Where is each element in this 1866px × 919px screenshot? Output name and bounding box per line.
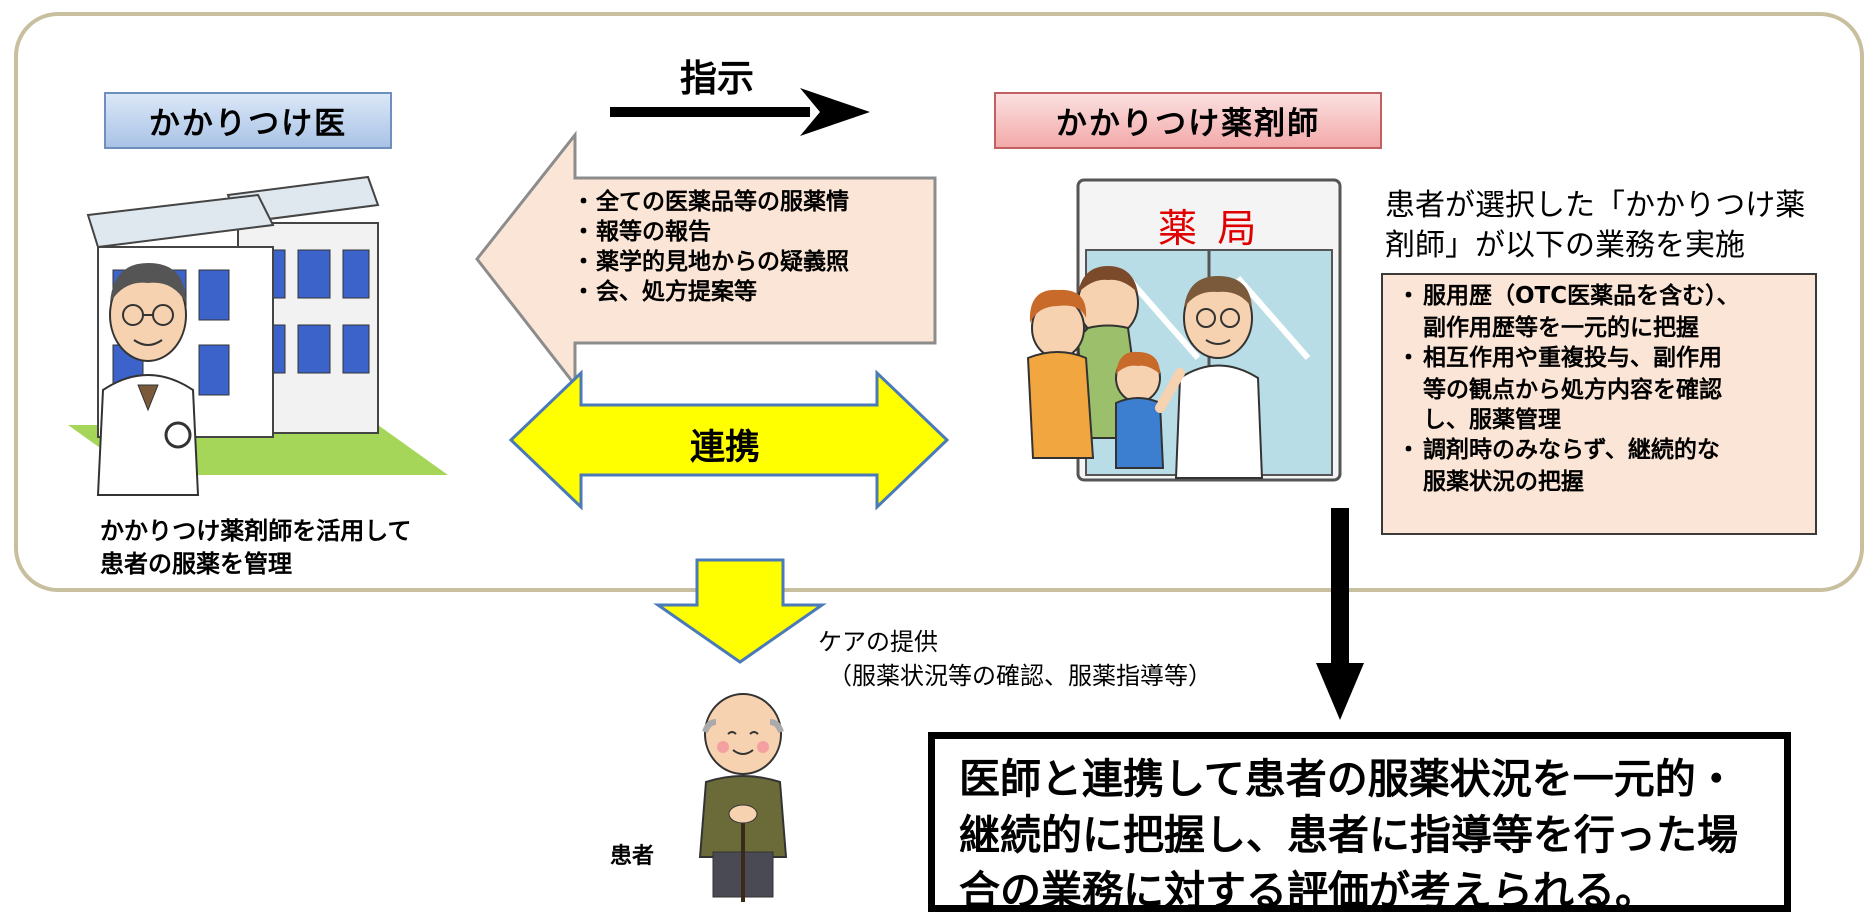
- care-line2: （服薬状況等の確認、服薬指導等）: [828, 662, 1212, 690]
- report-item-continued: 会、処方提案等: [572, 277, 849, 307]
- summary-line2: 継続的に把握し、患者に指導等を行った場: [959, 811, 1738, 859]
- summary-arrow: [1316, 508, 1364, 720]
- clinic-doctor-illustration: [68, 175, 448, 496]
- pharmacist-label: かかりつけ薬剤師: [994, 92, 1382, 149]
- summary-line1: 医師と連携して患者の服薬状況を一元的・: [959, 755, 1737, 803]
- report-item: 全ての医薬品等の服薬情: [572, 187, 849, 217]
- summary-line3: 合の業務に対する評価が考えられる。: [959, 867, 1656, 915]
- pharmacy-illustration: [1026, 178, 1342, 482]
- duty-item-continued: 等の観点から処方内容を確認: [1423, 377, 1722, 403]
- doctor-caption-line2: 患者の服薬を管理: [100, 550, 292, 578]
- report-item-text: 報等の報告: [596, 219, 711, 245]
- care-line1: ケアの提供: [818, 628, 938, 656]
- report-item-continued: 報等の報告: [572, 217, 849, 247]
- duty-item-continued: し、服薬管理: [1423, 407, 1561, 433]
- doctor-label: かかりつけ医: [104, 92, 392, 149]
- report-items: 全ての医薬品等の服薬情 報等の報告 薬学的見地からの疑義照 会、処方提案等: [572, 187, 849, 307]
- duty-item: 調剤時のみならず、継続的な: [1397, 435, 1805, 465]
- duty-item: 相互作用や重複投与、副作用: [1397, 343, 1805, 373]
- duty-item: 服用歴（OTC医薬品を含む）、: [1397, 281, 1805, 311]
- report-item: 薬学的見地からの疑義照: [572, 247, 849, 277]
- pharmacist-intro-line2: 剤師」が以下の業務を実施: [1385, 228, 1745, 263]
- summary-box: 医師と連携して患者の服薬状況を一元的・ 継続的に把握し、患者に指導等を行った場 …: [928, 732, 1791, 915]
- pharmacy-sign: 薬 局: [1158, 207, 1261, 252]
- duty-item-continued: 副作用歴等を一元的に把握: [1423, 315, 1699, 341]
- report-item-text: 会、処方提案等: [596, 279, 757, 305]
- patient-illustration: [698, 693, 788, 902]
- cooperation-label: 連携: [690, 428, 761, 468]
- patient-label: 患者: [610, 844, 655, 869]
- care-arrow: [653, 558, 827, 664]
- instruction-label: 指示: [680, 57, 754, 100]
- duty-item-continued: 服薬状況の把握: [1423, 469, 1584, 495]
- pharmacist-intro-line1: 患者が選択した「かかりつけ薬: [1385, 188, 1806, 223]
- doctor-caption-line1: かかりつけ薬剤師を活用して: [100, 517, 412, 545]
- cooperation-arrow: [508, 369, 950, 511]
- pharmacist-duties-box: 服用歴（OTC医薬品を含む）、 副作用歴等を一元的に把握 相互作用や重複投与、副…: [1381, 273, 1817, 535]
- instruction-arrow: [610, 88, 870, 136]
